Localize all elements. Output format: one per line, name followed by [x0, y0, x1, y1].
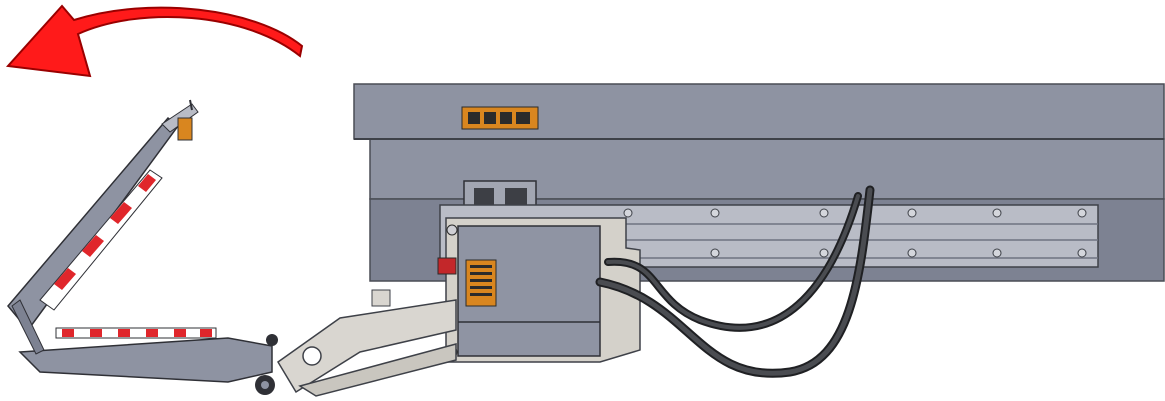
- lift-arm: [276, 289, 457, 397]
- folding-platform: [7, 99, 199, 355]
- rotate-arrow-icon: [5, 4, 304, 78]
- warning-label-icon: [465, 259, 497, 307]
- brand-logo-plate: [461, 106, 539, 130]
- hydraulic-hoses: [595, 185, 875, 378]
- platform-base: [18, 327, 278, 395]
